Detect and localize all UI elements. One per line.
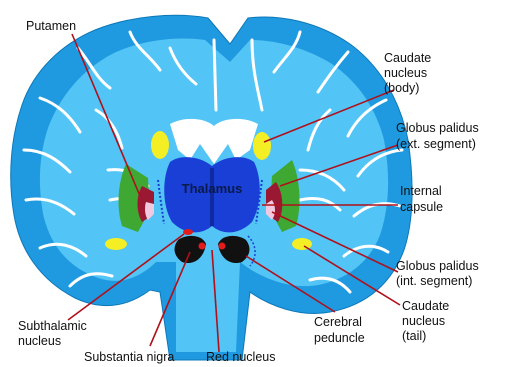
red-nucleus-left (199, 243, 206, 250)
label-cerebral-peduncle-1: Cerebral (314, 315, 362, 329)
label-substantia-nigra: Substantia nigra (84, 350, 174, 364)
label-caudate-tail-3: (tail) (402, 329, 426, 343)
label-globus-int-2: (int. segment) (396, 274, 472, 288)
label-red-nucleus: Red nucleus (206, 350, 276, 364)
thalamus-label: Thalamus (182, 181, 243, 196)
label-subthalamic-1: Subthalamic (18, 319, 87, 333)
subthalamic-left (183, 229, 193, 235)
label-globus-int-1: Globus palidus (396, 259, 479, 273)
third-ventricle (210, 168, 214, 226)
label-caudate-body-3: (body) (384, 81, 419, 95)
label-internal-capsule-1: Internal (400, 184, 442, 198)
label-caudate-tail-1: Caudate (402, 299, 449, 313)
label-caudate-body-1: Caudate (384, 51, 431, 65)
label-caudate-body-2: nucleus (384, 66, 427, 80)
label-putamen: Putamen (26, 19, 76, 33)
label-cerebral-peduncle-2: peduncle (314, 331, 365, 345)
label-caudate-tail-2: nucleus (402, 314, 445, 328)
label-internal-capsule-2: capsule (400, 200, 443, 214)
caudate-body-right (253, 132, 271, 160)
red-nucleus-right (219, 243, 226, 250)
label-globus-ext-2: (ext. segment) (396, 137, 476, 151)
label-subthalamic-2: nucleus (18, 334, 61, 348)
caudate-body-left (151, 131, 169, 159)
label-globus-ext-1: Globus palidus (396, 121, 479, 135)
caudate-tail-left (105, 238, 127, 250)
